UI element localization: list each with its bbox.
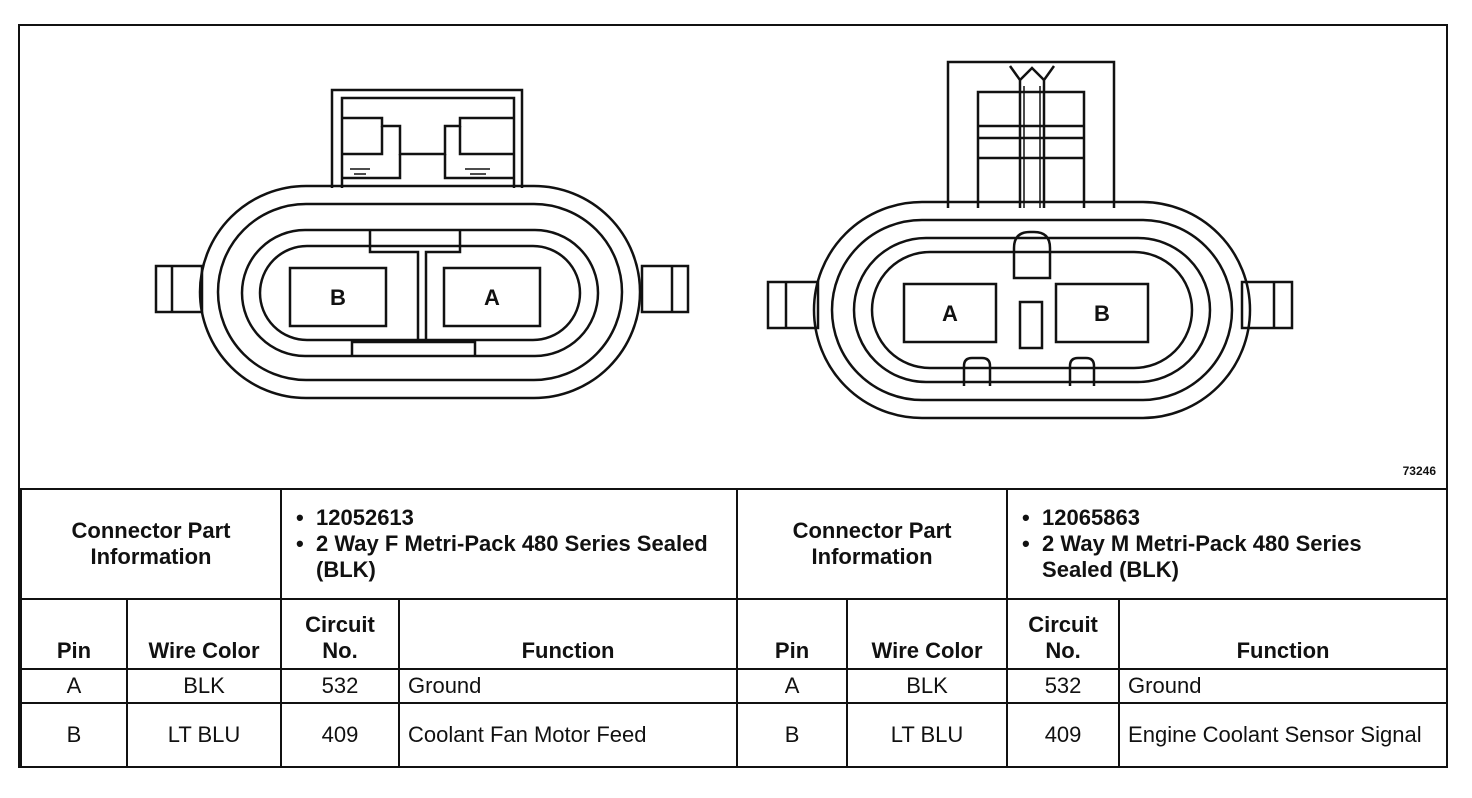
wire-color-cell: BLK — [125, 668, 283, 704]
left-part-info-label: Connector Part Information — [19, 488, 283, 600]
connector-drawing: B A A B — [20, 26, 1446, 488]
column-header-wire-color: Wire Color — [125, 598, 283, 670]
pin-cell: B — [20, 702, 128, 768]
female-connector-outline — [154, 88, 690, 400]
male-cavity-label: A — [942, 301, 958, 326]
right-part-info-label: Connector Part Information — [736, 488, 1009, 600]
male-connector-outline — [766, 60, 1294, 420]
column-header-pin: Pin — [20, 598, 128, 670]
right-part-number: 12065863 — [1016, 505, 1438, 531]
column-header-wire-color: Wire Color — [846, 598, 1009, 670]
pin-cell: A — [20, 668, 128, 704]
column-header-pin: Pin — [736, 598, 849, 670]
connector-diagram: B A A B — [154, 60, 1294, 420]
circuit-cell: 532 — [1006, 668, 1121, 704]
function-cell: Ground — [398, 668, 739, 704]
column-header-circuit: Circuit No. — [1006, 598, 1121, 670]
left-part-description: 2 Way F Metri-Pack 480 Series Sealed (BL… — [290, 531, 728, 583]
circuit-cell: 409 — [1006, 702, 1121, 768]
figure-id: 73246 — [1402, 464, 1436, 478]
pin-cell: B — [736, 702, 849, 768]
circuit-cell: 409 — [280, 702, 401, 768]
left-part-details: 12052613 2 Way F Metri-Pack 480 Series S… — [280, 488, 739, 600]
wire-color-cell: LT BLU — [846, 702, 1009, 768]
column-header-circuit: Circuit No. — [280, 598, 401, 670]
left-part-number: 12052613 — [290, 505, 728, 531]
function-cell: Coolant Fan Motor Feed — [398, 702, 739, 768]
right-part-description: 2 Way M Metri-Pack 480 Series Sealed (BL… — [1016, 531, 1438, 583]
wire-color-cell: BLK — [846, 668, 1009, 704]
function-cell: Ground — [1118, 668, 1449, 704]
column-header-function: Function — [1118, 598, 1449, 670]
connector-info-table: Connector Part Information 12052613 2 Wa… — [19, 488, 1449, 768]
column-header-function: Function — [398, 598, 739, 670]
male-cavity-label: B — [1094, 301, 1110, 326]
connector-sheet: B A A B 73246 Connector Part Information… — [18, 24, 1449, 768]
female-cavity-label: B — [330, 285, 346, 310]
wire-color-cell: LT BLU — [125, 702, 283, 768]
right-part-details: 12065863 2 Way M Metri-Pack 480 Series S… — [1006, 488, 1449, 600]
pin-cell: A — [736, 668, 849, 704]
table-row: A BLK 532 Ground A BLK 532 Ground — [20, 668, 1449, 704]
function-cell: Engine Coolant Sensor Signal — [1118, 702, 1449, 768]
circuit-cell: 532 — [280, 668, 401, 704]
female-cavity-label: A — [484, 285, 500, 310]
table-row: B LT BLU 409 Coolant Fan Motor Feed B LT… — [20, 702, 1449, 768]
